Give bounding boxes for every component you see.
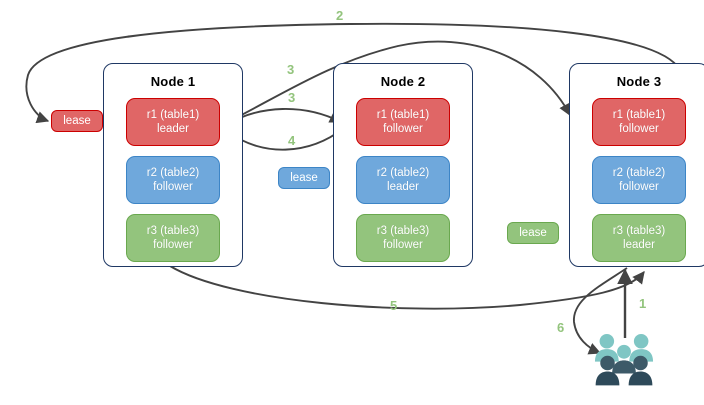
users-icon bbox=[594, 333, 654, 386]
step-label-3b: 3 bbox=[288, 90, 296, 105]
range-name: r2 (table2) bbox=[146, 167, 200, 179]
step-label-3a: 3 bbox=[287, 62, 295, 77]
range-role: follower bbox=[619, 181, 659, 193]
range-role: leader bbox=[623, 239, 655, 251]
node-3-container[interactable]: Node 3 r1 (table1) follower r2 (table2) … bbox=[569, 63, 704, 267]
node-1-container[interactable]: Node 1 r1 (table1) leader r2 (table2) fo… bbox=[103, 63, 243, 267]
range-name: r2 (table2) bbox=[612, 167, 666, 179]
range-name: r2 (table2) bbox=[376, 167, 430, 179]
node-1-range-r1[interactable]: r1 (table1) leader bbox=[126, 98, 220, 146]
node-2-range-r2[interactable]: r2 (table2) leader bbox=[356, 156, 450, 204]
node-2-container[interactable]: Node 2 r1 (table1) follower r2 (table2) … bbox=[333, 63, 473, 267]
lease-badge-r1[interactable]: lease bbox=[51, 110, 103, 132]
edge-step-5 bbox=[169, 265, 645, 310]
edge-step-4 bbox=[228, 127, 345, 151]
step-label-2: 2 bbox=[336, 8, 344, 23]
range-role: leader bbox=[157, 123, 189, 135]
range-name: r3 (table3) bbox=[612, 225, 666, 237]
range-role: follower bbox=[383, 123, 423, 135]
node-2-range-r1[interactable]: r1 (table1) follower bbox=[356, 98, 450, 146]
range-name: r3 (table3) bbox=[376, 225, 430, 237]
node-1-title: Node 1 bbox=[150, 74, 196, 89]
edge-step-6 bbox=[573, 267, 628, 355]
edge-step-3-long bbox=[223, 40, 571, 125]
step-label-5: 5 bbox=[390, 298, 398, 313]
node-2-range-r3[interactable]: r3 (table3) follower bbox=[356, 214, 450, 262]
range-role: follower bbox=[619, 123, 659, 135]
range-name: r3 (table3) bbox=[146, 225, 200, 237]
node-3-range-r2[interactable]: r2 (table2) follower bbox=[592, 156, 686, 204]
node-3-range-r1[interactable]: r1 (table1) follower bbox=[592, 98, 686, 146]
node-3-title: Node 3 bbox=[616, 74, 662, 89]
node-1-range-r3[interactable]: r3 (table3) follower bbox=[126, 214, 220, 262]
range-role: follower bbox=[153, 239, 193, 251]
range-name: r1 (table1) bbox=[146, 109, 200, 121]
range-role: follower bbox=[383, 239, 423, 251]
range-role: follower bbox=[153, 181, 193, 193]
node-1-range-r2[interactable]: r2 (table2) follower bbox=[126, 156, 220, 204]
lease-badge-r2[interactable]: lease bbox=[278, 167, 330, 189]
range-name: r1 (table1) bbox=[612, 109, 666, 121]
range-role: leader bbox=[387, 181, 419, 193]
step-label-6: 6 bbox=[557, 320, 565, 335]
step-label-4: 4 bbox=[288, 133, 296, 148]
step-label-1: 1 bbox=[639, 296, 647, 311]
edge-step-2 bbox=[25, 22, 681, 124]
range-name: r1 (table1) bbox=[376, 109, 430, 121]
node-2-title: Node 2 bbox=[380, 74, 426, 89]
node-3-range-r3[interactable]: r3 (table3) leader bbox=[592, 214, 686, 262]
lease-badge-r3[interactable]: lease bbox=[507, 222, 559, 244]
